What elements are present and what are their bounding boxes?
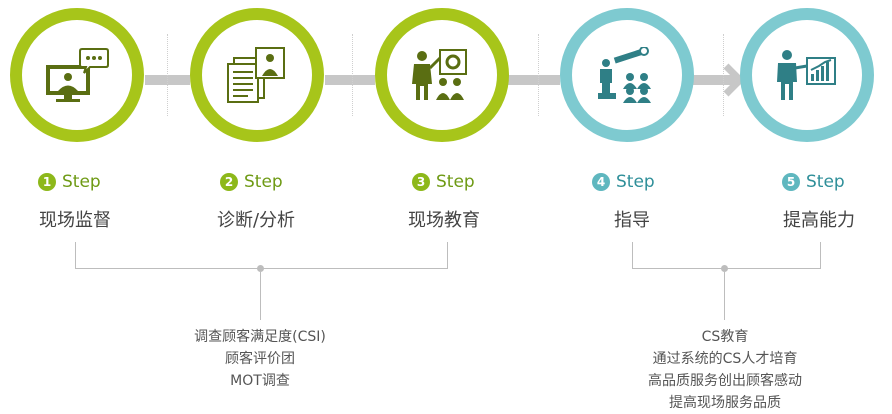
step-2-number: 2: [220, 173, 238, 191]
separator-3: [538, 34, 539, 116]
notes-right-line-1: CS教育: [701, 329, 749, 345]
step-2-circle: [190, 8, 324, 142]
presenter-board-icon: [412, 49, 467, 100]
step-4-word: Step: [616, 172, 655, 192]
connector-3-4: [505, 75, 560, 85]
step-4-title: 指导: [614, 210, 650, 231]
notes-right-line-4: 提高现场服务品质: [669, 395, 781, 411]
bracket-right-dot: [721, 265, 728, 272]
step-5-title: 提高能力: [783, 210, 855, 231]
step-3-title: 现场教育: [408, 210, 480, 231]
connector-4-5: [685, 75, 735, 85]
notes-left-line-2: 顾客评价团: [225, 351, 295, 367]
step-3-label: 3 Step: [412, 172, 475, 192]
step-4-circle: [560, 8, 694, 142]
notes-right: CS教育 通过系统的CS人才培育 高品质服务创出顾客感动 提高现场服务品质: [612, 326, 838, 414]
step-3-number: 3: [412, 173, 430, 191]
notes-left: 调查顾客满足度(CSI) 顾客评价团 MOT调查: [160, 326, 360, 392]
bracket-left-dot: [257, 265, 264, 272]
step-5-circle: [740, 8, 874, 142]
step-4-label: 4 Step: [592, 172, 655, 192]
step-2-title: 诊断/分析: [216, 210, 296, 231]
notes-left-line-1: 调查顾客满足度(CSI): [194, 329, 326, 345]
step-5-number: 5: [782, 173, 800, 191]
bracket-right-stem: [724, 272, 725, 320]
separator-4: [723, 34, 724, 116]
step-4-number: 4: [592, 173, 610, 191]
step-3-circle: [375, 8, 509, 142]
step-5-word: Step: [806, 172, 845, 192]
telescope-guide-icon: [598, 47, 651, 103]
connector-2-3: [325, 75, 375, 85]
step-1-number: 1: [38, 173, 56, 191]
step-1-label: 1 Step: [38, 172, 101, 192]
monitor-chat-icon: [46, 48, 109, 102]
notes-right-line-3: 高品质服务创出顾客感动: [648, 373, 802, 389]
notes-right-line-2: 通过系统的CS人才培育: [652, 351, 798, 367]
bracket-left-stem: [260, 272, 261, 320]
separator-2: [352, 34, 353, 116]
growth-chart-icon: [777, 50, 836, 100]
notes-left-line-3: MOT调查: [230, 373, 290, 389]
step-2-word: Step: [244, 172, 283, 192]
step-2-label: 2 Step: [220, 172, 283, 192]
step-1-word: Step: [62, 172, 101, 192]
step-3-word: Step: [436, 172, 475, 192]
documents-person-icon: [227, 47, 285, 103]
separator-1: [167, 34, 168, 116]
step-1-title: 现场监督: [39, 210, 111, 231]
step-5-label: 5 Step: [782, 172, 845, 192]
step-1-circle: [10, 8, 144, 142]
